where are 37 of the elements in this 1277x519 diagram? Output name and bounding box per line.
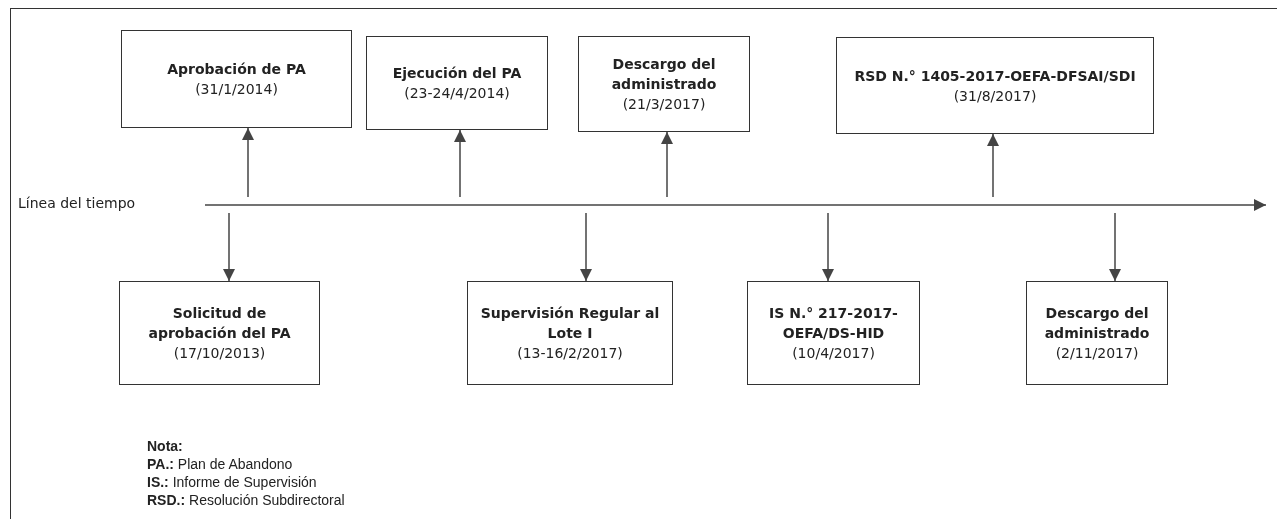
event-box bbox=[578, 36, 750, 132]
note-heading: Nota: bbox=[147, 438, 183, 454]
event-title: Supervisión Regular al Lote I bbox=[479, 304, 661, 343]
arrow bbox=[822, 212, 834, 282]
event-box bbox=[366, 36, 548, 130]
note-line: PA.: Plan de Abandono bbox=[147, 456, 293, 472]
event-title: RSD N.° 1405-2017-OEFA-DFSAI/SDI bbox=[854, 66, 1136, 86]
event-date: (17/10/2013) bbox=[173, 344, 266, 363]
event-title: Descargo del administrado bbox=[610, 55, 718, 94]
event-box bbox=[467, 281, 673, 385]
arrow bbox=[661, 131, 673, 198]
event-date: (31/1/2014) bbox=[195, 80, 278, 99]
event-title: Descargo del administrado bbox=[1043, 304, 1151, 343]
arrow bbox=[223, 212, 235, 282]
event-title: Aprobación de PA bbox=[167, 60, 306, 79]
note-line: RSD.: Resolución Subdirectoral bbox=[147, 492, 345, 508]
event-box bbox=[121, 30, 352, 128]
event-date: (21/3/2017) bbox=[622, 95, 706, 114]
event-box bbox=[747, 281, 920, 385]
arrow bbox=[580, 212, 592, 282]
axis-label: Línea del tiempo bbox=[18, 195, 136, 211]
event-title: IS N.° 217-2017-OEFA/DS-HID bbox=[768, 304, 899, 343]
event-date: (31/8/2017) bbox=[953, 86, 1037, 106]
event-date: (10/4/2017) bbox=[792, 344, 875, 363]
note-line: IS.: Informe de Supervisión bbox=[147, 474, 317, 490]
arrow bbox=[454, 129, 466, 198]
event-title: Ejecución del PA bbox=[392, 64, 522, 83]
event-box bbox=[836, 37, 1154, 134]
arrow bbox=[242, 127, 254, 198]
event-title: Solicitud de aprobación del PA bbox=[147, 304, 292, 343]
event-date: (2/11/2017) bbox=[1055, 344, 1139, 363]
event-date: (23-24/4/2014) bbox=[404, 84, 510, 103]
event-date: (13-16/2/2017) bbox=[517, 344, 623, 363]
event-box bbox=[119, 281, 320, 385]
arrow bbox=[1109, 212, 1121, 282]
event-box bbox=[1026, 281, 1168, 385]
arrow bbox=[987, 133, 999, 198]
